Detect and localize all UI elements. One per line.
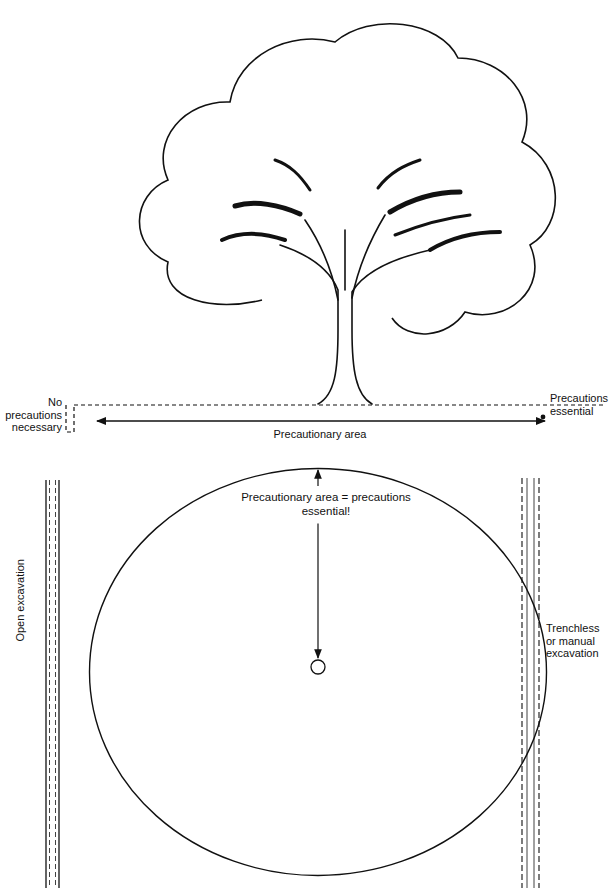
open-excavation-trench bbox=[46, 480, 59, 888]
trenchless-trench bbox=[522, 478, 539, 888]
area-label: Precautionary area bbox=[274, 428, 367, 441]
ground-line bbox=[66, 405, 606, 432]
excavation-label: Trenchless or manual excavation bbox=[546, 622, 610, 660]
note-label: No precautions necessary bbox=[2, 396, 62, 434]
marker-dot bbox=[541, 415, 546, 420]
tree-crown bbox=[139, 24, 555, 334]
area-note: Precautionary area = precautions essenti… bbox=[231, 491, 421, 519]
excavation-label: Open excavation bbox=[14, 559, 27, 642]
circle-outline bbox=[88, 467, 548, 877]
tree-trunk bbox=[222, 160, 500, 404]
dimension-arrow bbox=[97, 420, 545, 421]
note-label: Precautions essential bbox=[550, 392, 611, 417]
precaution-circle: Precautionary area = precautions essenti… bbox=[88, 467, 548, 877]
